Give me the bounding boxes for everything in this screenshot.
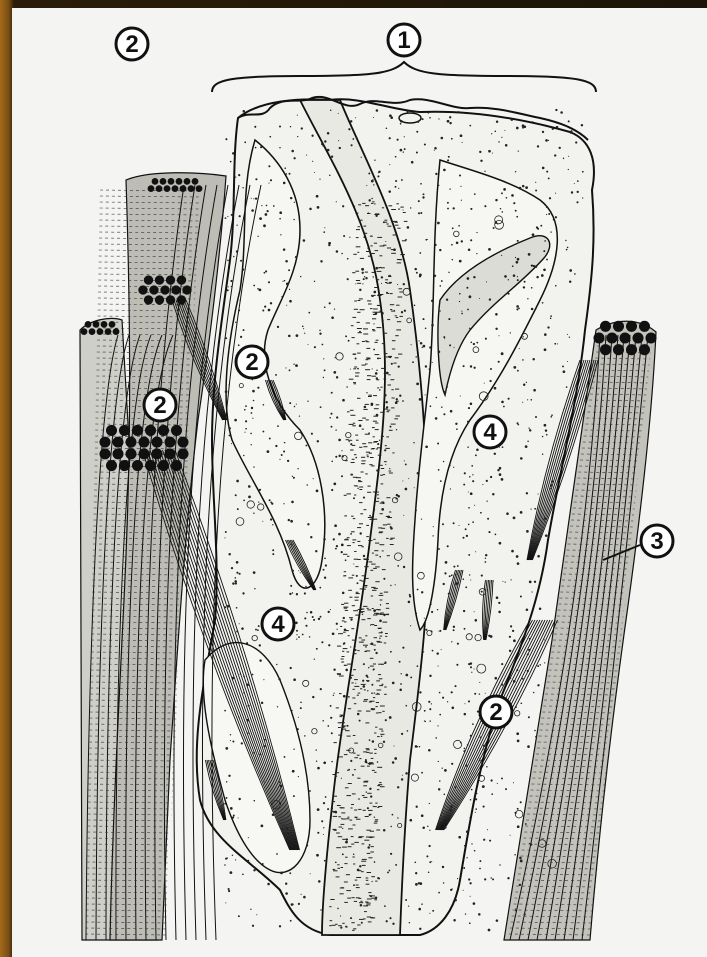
callout-2-upper-mid: 2 <box>236 346 268 378</box>
svg-text:1: 1 <box>397 27 410 54</box>
svg-text:2: 2 <box>489 699 502 726</box>
svg-text:2: 2 <box>153 392 166 419</box>
callout-4-center: 4 <box>262 608 294 640</box>
callout-3-right: 3 <box>641 525 673 557</box>
callout-2-topleft: 2 <box>116 28 148 60</box>
svg-text:2: 2 <box>125 31 138 58</box>
svg-text:4: 4 <box>271 611 285 638</box>
svg-text:4: 4 <box>483 419 497 446</box>
region-bracket <box>212 62 596 92</box>
callout-1-top: 1 <box>388 24 420 56</box>
svg-text:2: 2 <box>245 349 258 376</box>
callout-2-left: 2 <box>144 389 176 421</box>
callout-4-right: 4 <box>474 416 506 448</box>
callout-2-lower-right: 2 <box>480 696 512 728</box>
svg-text:3: 3 <box>650 528 663 555</box>
